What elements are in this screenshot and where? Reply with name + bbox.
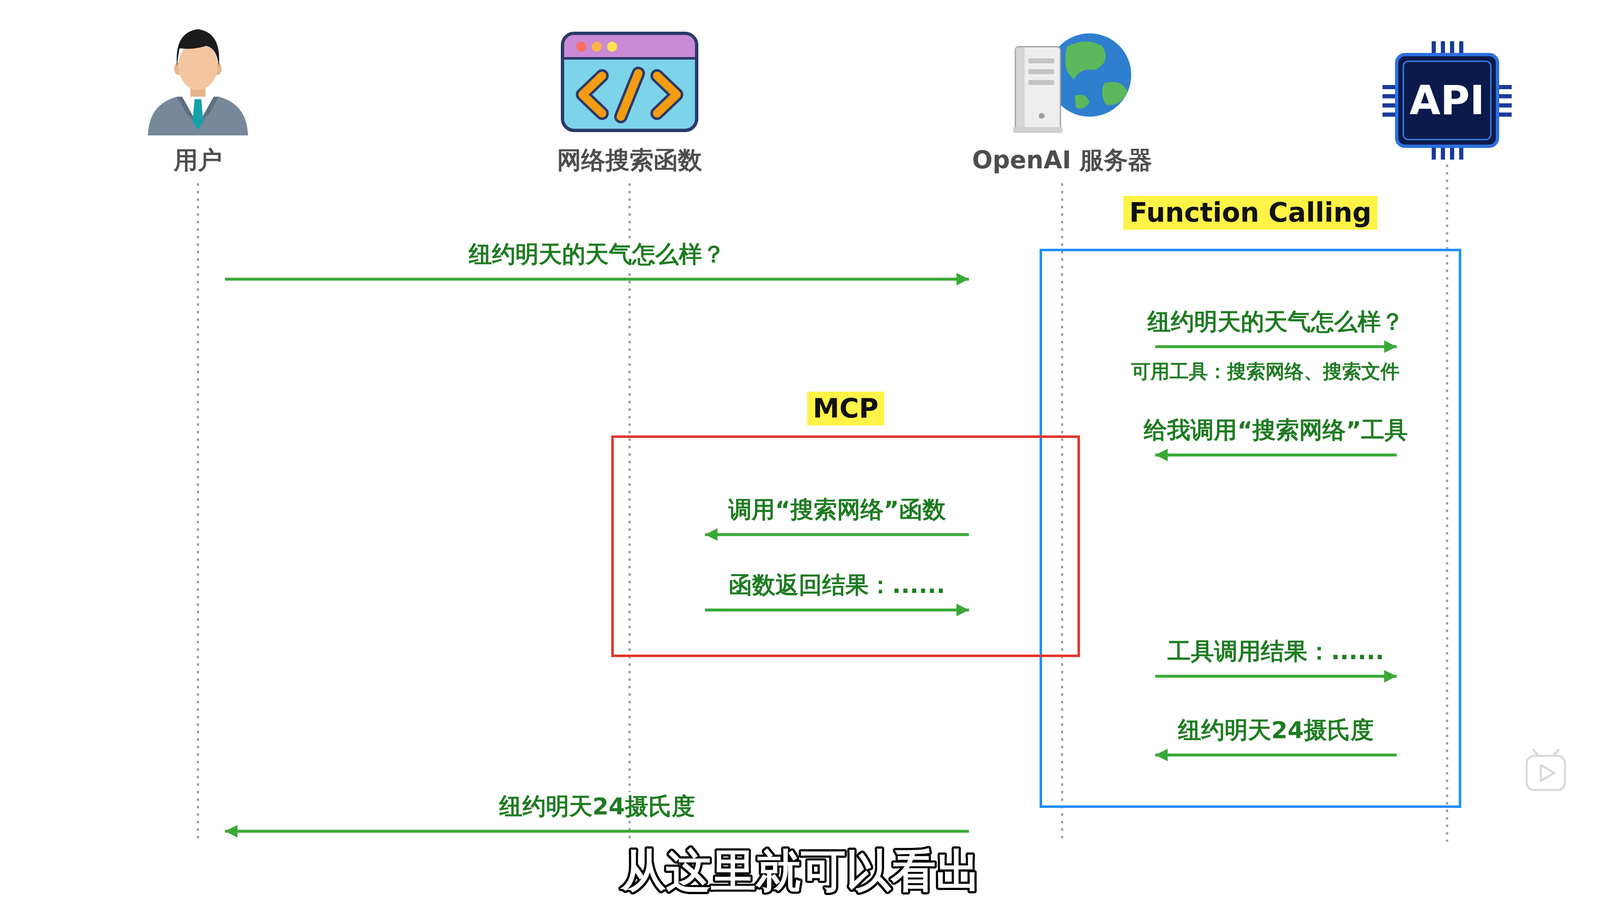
- api-chip: API: [1396, 54, 1498, 842]
- message-arrow: [225, 277, 970, 281]
- lifelines: [197, 164, 1448, 842]
- participant-label: OpenAI 服务器: [969, 145, 1156, 175]
- tool-list-note: 可用工具：搜索网络、搜索文件: [1131, 360, 1400, 383]
- lifeline: [628, 183, 631, 842]
- message-label: 函数返回结果：......: [725, 570, 949, 599]
- message-label: 调用“搜索网络”函数: [725, 495, 950, 524]
- server-base: [1013, 127, 1063, 133]
- play-icon-frame: [1526, 755, 1565, 790]
- window-dot: [591, 41, 602, 52]
- server-tower: [1015, 46, 1061, 130]
- message-label: 纽约明天24摄氏度: [1174, 715, 1378, 744]
- tie: [192, 99, 204, 130]
- window-dot: [607, 41, 618, 52]
- video-subtitle: 从这里就可以看出: [620, 846, 981, 896]
- continent: [1075, 94, 1090, 109]
- code-symbol-stroke: [582, 75, 603, 114]
- frame-heading: MCP: [807, 391, 885, 426]
- code-symbol-outline: [582, 75, 603, 114]
- server-side: [1016, 47, 1025, 130]
- server-globe-icon: [1013, 33, 1132, 133]
- user-icon: [147, 29, 248, 136]
- hair: [176, 29, 220, 67]
- window-body: [562, 33, 697, 131]
- message-arrow: [1155, 345, 1398, 349]
- code-symbol-outline: [657, 75, 677, 114]
- play-icon: [1526, 750, 1565, 790]
- window-bar-edge: [564, 57, 695, 60]
- message-label: 纽约明天的天气怎么样？: [1144, 307, 1408, 336]
- play-icon-triangle: [1540, 765, 1555, 781]
- lifeline: [1061, 183, 1064, 842]
- chip-label: API: [1396, 54, 1498, 147]
- code-symbol-stroke: [657, 75, 677, 114]
- continent: [1065, 41, 1106, 80]
- participant-label: 用户: [170, 145, 225, 175]
- code-symbol-stroke: [620, 73, 639, 117]
- message-label: 给我调用“搜索网络”工具: [1140, 415, 1412, 444]
- server-slot: [1028, 80, 1055, 85]
- code-symbol: [582, 73, 677, 117]
- code-symbol-outline: [620, 73, 639, 117]
- message-arrow: [705, 533, 970, 537]
- lifeline: [197, 183, 200, 842]
- participant-column: 用户: [170, 145, 225, 842]
- api-chip-icon: [1382, 41, 1512, 160]
- message-arrow: [225, 830, 970, 833]
- message-label: 工具调用结果：......: [1164, 637, 1388, 665]
- message-label: 纽约明天24摄氏度: [495, 792, 699, 820]
- frame-heading: Function Calling: [1123, 195, 1378, 230]
- participant-label: 网络搜索函数: [554, 145, 705, 175]
- server-slot: [1028, 58, 1055, 64]
- message-arrow: [705, 608, 970, 612]
- group-frame: MCP: [611, 435, 1080, 658]
- server-slot: [1028, 69, 1055, 75]
- message-arrow: [1155, 753, 1398, 757]
- message-arrow: [1155, 453, 1398, 457]
- continent: [1102, 82, 1128, 106]
- message-arrow: [1155, 675, 1398, 678]
- lifeline: [1446, 164, 1449, 842]
- code-window-icon: [562, 33, 697, 131]
- window-bar: [564, 35, 695, 59]
- window-dot: [576, 41, 587, 52]
- face: [178, 41, 218, 90]
- server-led: [1038, 112, 1045, 119]
- message-label: 纽约明天的天气怎么样？: [465, 240, 729, 268]
- suit: [147, 96, 248, 136]
- chip-body: [1396, 54, 1498, 147]
